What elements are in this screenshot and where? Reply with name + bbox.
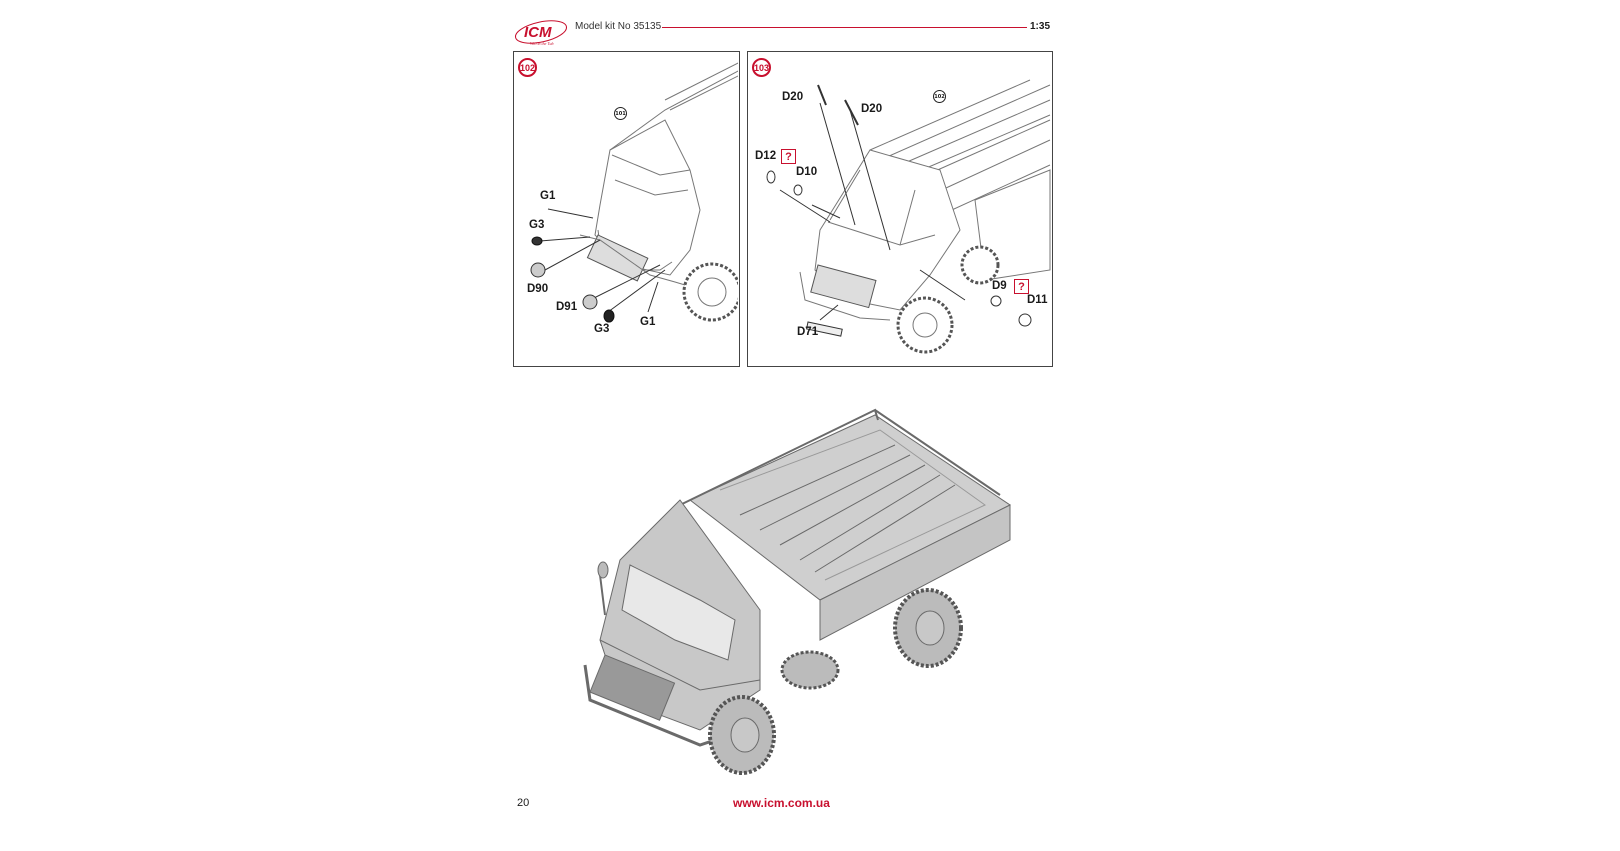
part-label: G3 [529, 219, 545, 231]
part-label: D20 [782, 91, 804, 103]
part-label: G1 [540, 190, 556, 202]
step-number-badge: 102 [518, 58, 537, 77]
optional-part-mark: ? [781, 149, 796, 164]
part-label: G3 [594, 323, 610, 335]
optional-part-mark: ? [1014, 279, 1029, 294]
finished-truck-drawing [583, 408, 1011, 775]
part-label: D71 [797, 326, 819, 338]
truck-front-drawing-102 [530, 62, 738, 323]
svg-text:Wto in the Tub: Wto in the Tub [530, 41, 553, 46]
icm-logo: ICM Wto in the Tub [514, 17, 570, 47]
reference-step-badge: 102 [933, 90, 946, 103]
svg-text:ICM: ICM [524, 24, 552, 41]
scale-label: 1:35 [1030, 21, 1051, 32]
part-label: D11 [1027, 294, 1048, 306]
part-label: D9 [992, 280, 1007, 292]
truck-front-drawing-103 [766, 79, 1051, 354]
part-label: D91 [556, 301, 578, 313]
part-label: D20 [861, 103, 883, 115]
website-link[interactable]: www.icm.com.ua [733, 796, 830, 810]
part-label: D90 [527, 283, 549, 295]
step-number-badge: 103 [752, 58, 771, 77]
page-number: 20 [517, 797, 530, 809]
part-label: G1 [640, 316, 656, 328]
part-label: D10 [796, 166, 818, 178]
part-label: D12 [755, 150, 777, 162]
header-divider [662, 27, 1027, 28]
reference-step-badge: 101 [614, 107, 627, 120]
kit-number: Model kit No 35135 [575, 21, 662, 32]
